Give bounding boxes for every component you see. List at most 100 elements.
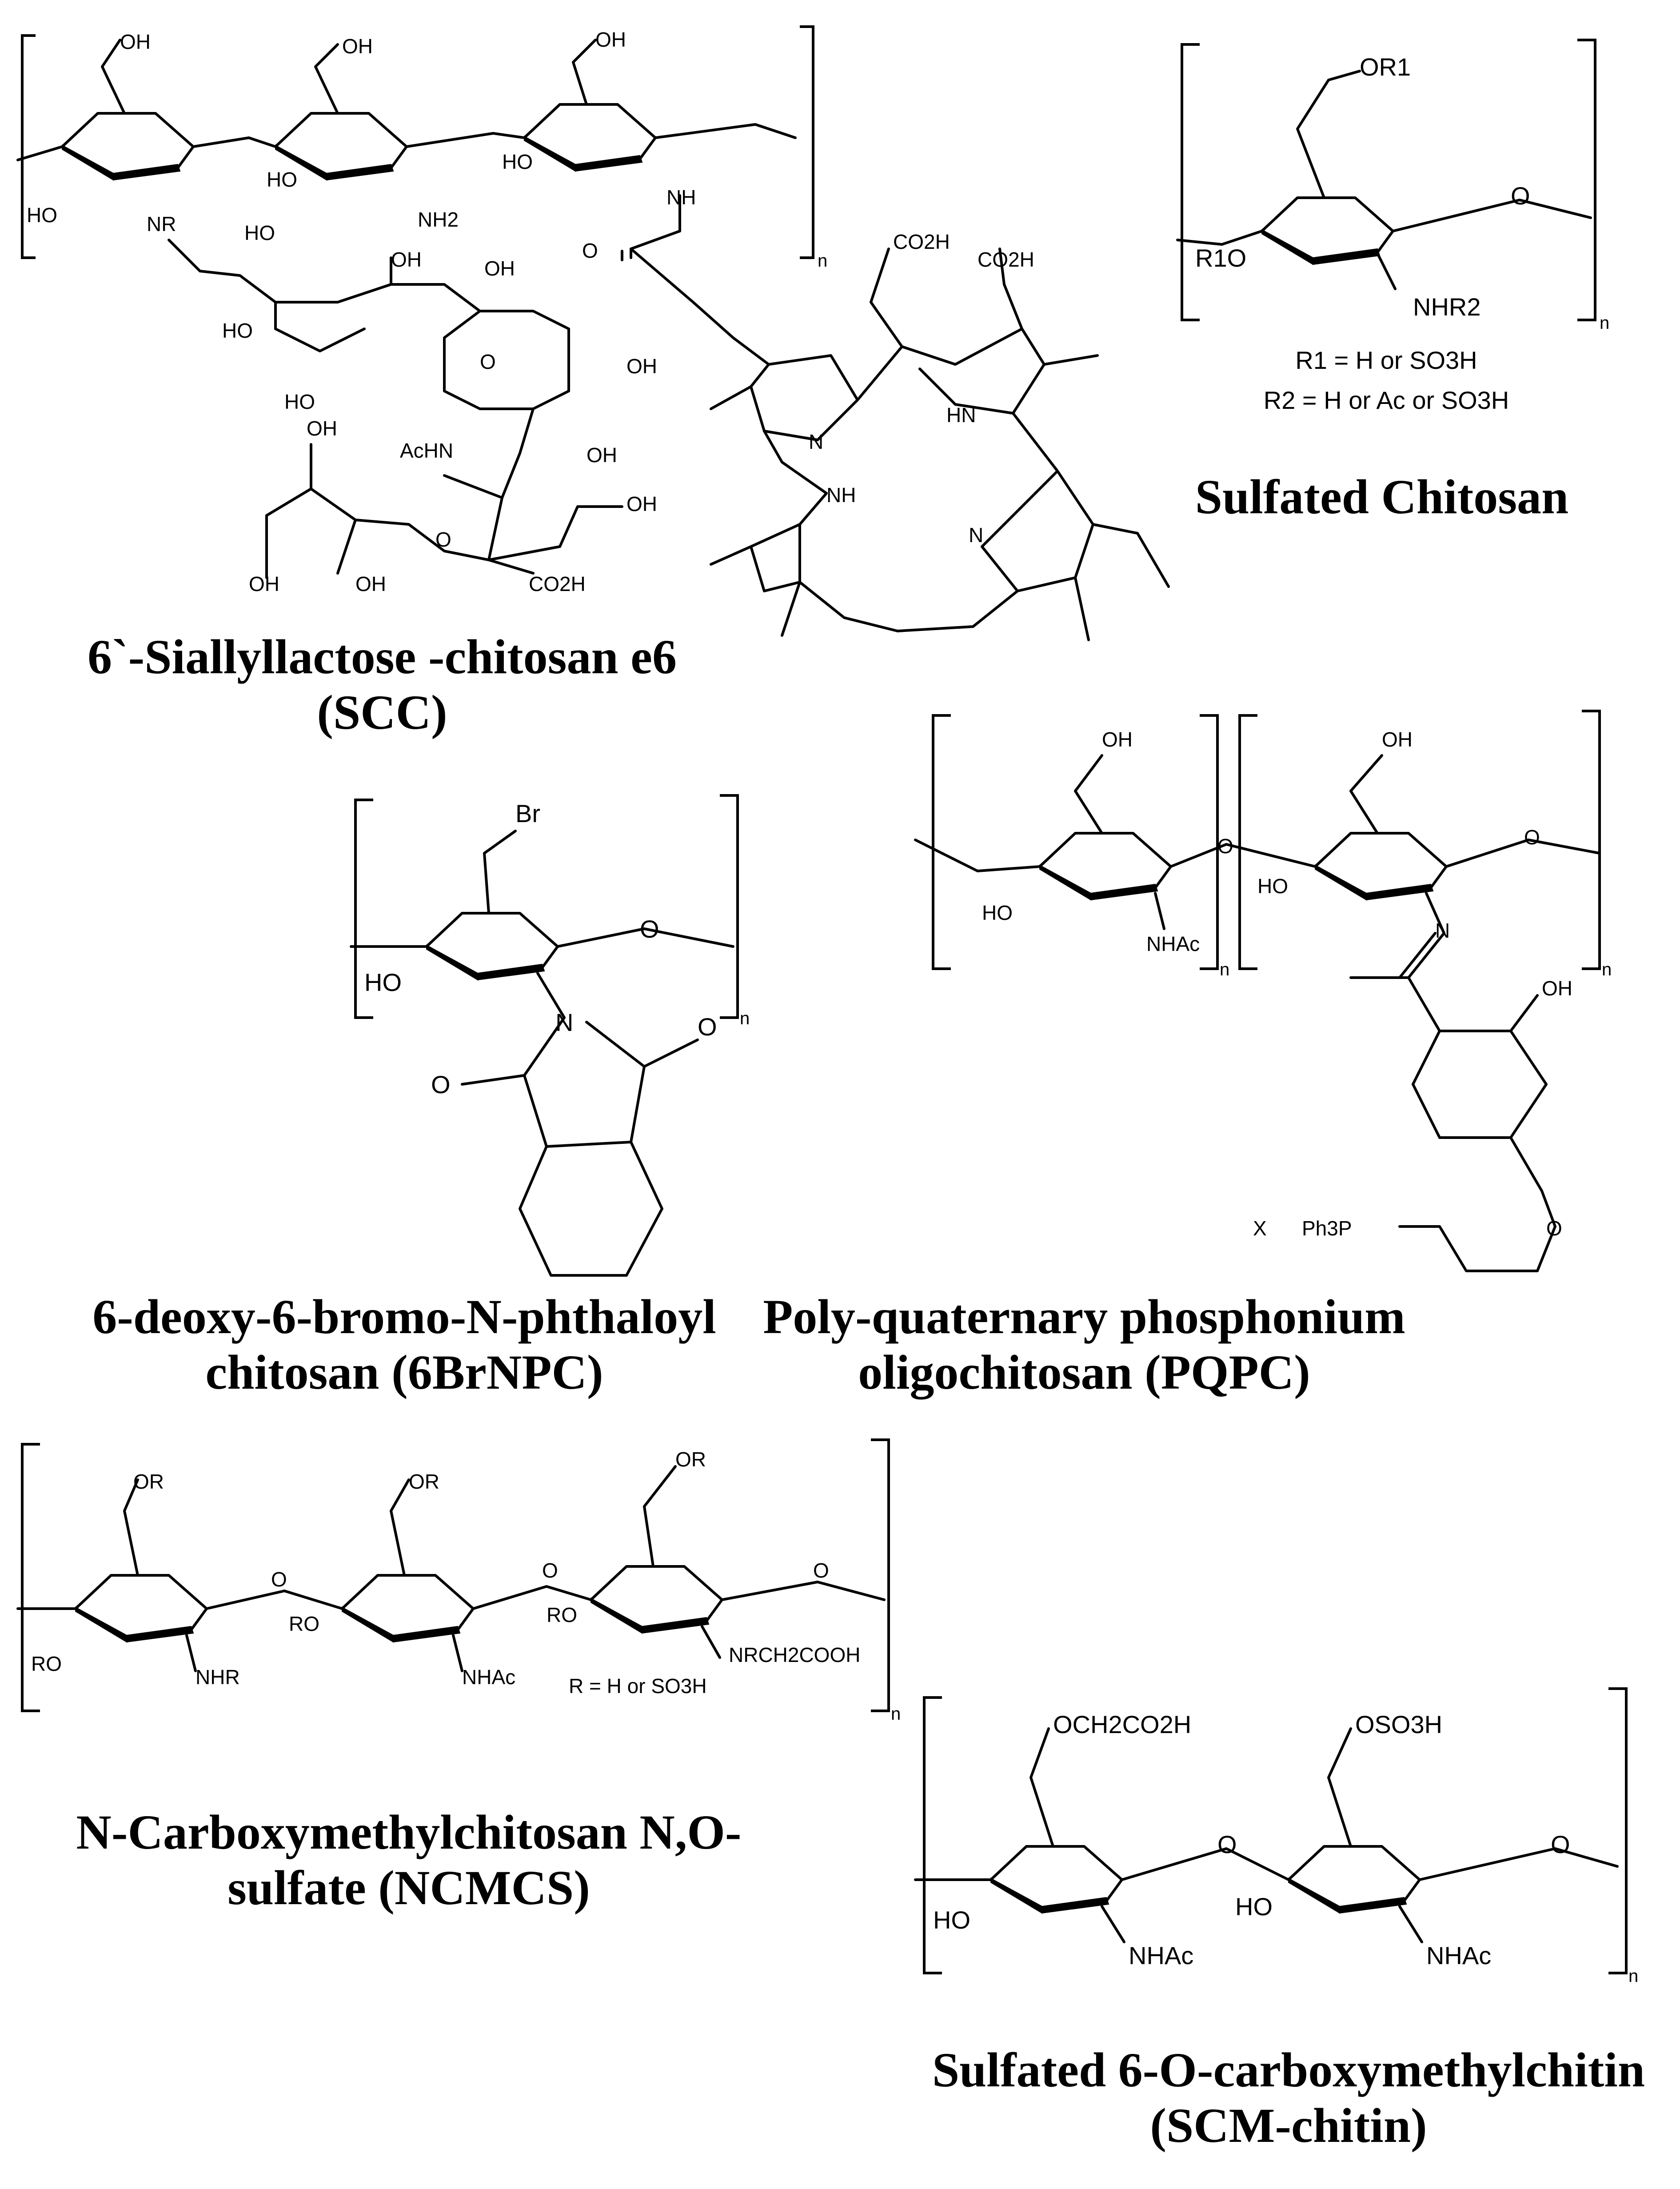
label-o-link-1: O xyxy=(271,1568,287,1591)
caption-scc-line2: (SCC) xyxy=(317,685,447,739)
repeat-n: n xyxy=(891,1704,901,1724)
label-o-ether: O xyxy=(1546,1217,1562,1240)
label-ro-1: RO xyxy=(31,1652,62,1675)
bracket-right xyxy=(1608,1687,1628,1974)
label-oh-5: OH xyxy=(391,248,422,271)
label-ph3p: Ph3P xyxy=(1302,1217,1352,1240)
label-n-imine: N xyxy=(1435,919,1450,942)
sugar-ring-2 xyxy=(1289,1846,1420,1913)
label-ho-1: HO xyxy=(982,901,1013,924)
sugar-ring-1 xyxy=(991,1846,1122,1913)
caption-pqpc-line2: oligochitosan (PQPC) xyxy=(858,1345,1310,1399)
caption-pqpc-line1: Poly-quaternary phosphonium xyxy=(763,1290,1405,1344)
label-oh-9: OH xyxy=(307,417,337,440)
label-o-link-2: O xyxy=(542,1559,558,1582)
label-nrch2cooh: NRCH2COOH xyxy=(729,1643,860,1666)
label-or-2: OR xyxy=(409,1470,439,1493)
label-nh2: NH2 xyxy=(418,208,459,231)
repeat-n: n xyxy=(818,251,827,271)
label-o: O xyxy=(1511,182,1530,210)
label-achn: AcHN xyxy=(400,439,453,462)
label-o-end: O xyxy=(813,1559,829,1582)
label-oh-6: OH xyxy=(484,257,515,280)
label-ro-2: RO xyxy=(289,1612,319,1635)
caption-ncmcs-line2: sulfate (NCMCS) xyxy=(227,1861,590,1915)
label-o-end: O xyxy=(1524,826,1540,849)
bracket-right xyxy=(1577,39,1596,321)
label-nhac: NHAc xyxy=(462,1666,515,1689)
label-ho: HO xyxy=(364,968,402,996)
panel-ncmcs: n OR OR OR RO NHR RO NHAc RO NRCH2COOH O… xyxy=(16,1438,901,1915)
label-co2h-1: CO2H xyxy=(529,572,586,595)
label-r1o: R1O xyxy=(1195,244,1246,272)
sugar-ring-3 xyxy=(591,1566,722,1633)
sugar-ring-1 xyxy=(62,113,193,180)
label-oh-4: HO xyxy=(244,221,275,244)
label-oh-10: OH xyxy=(627,492,657,515)
repeat-n: n xyxy=(1628,1966,1638,1986)
bracket-left xyxy=(1181,43,1200,321)
bracket-left xyxy=(354,799,373,1019)
label-ho-3: HO xyxy=(502,150,533,173)
label-o-ring: O xyxy=(640,915,659,943)
sugar-ring-2 xyxy=(342,1575,473,1642)
definition-r1: R1 = H or SO3H xyxy=(1295,346,1477,374)
label-n: N xyxy=(555,1008,573,1036)
label-ro-3: RO xyxy=(547,1603,577,1626)
sugar-ring-2 xyxy=(1315,833,1446,900)
panel-sulfated-chitosan: n OR1 R1O NHR2 O R1 = H or SO3H R2 = H o… xyxy=(1176,39,1609,524)
repeat-n: n xyxy=(1600,313,1609,333)
label-ho-2: HO xyxy=(1235,1893,1273,1921)
label-nhac-2: NHAc xyxy=(1426,1941,1491,1969)
caption-6brnpc-line1: 6-deoxy-6-bromo-N-phthaloyl xyxy=(92,1290,716,1344)
label-ho-4: HO xyxy=(222,319,253,342)
label-oh-2: OH xyxy=(1382,728,1413,751)
panel-pqpc: n n OH OH HO NHAc O HO N OH O O X Ph3P P… xyxy=(763,710,1612,1399)
label-co2h-2: CO2H xyxy=(893,230,950,253)
bracket-right-1 xyxy=(1200,714,1219,970)
label-och2co2h: OCH2CO2H xyxy=(1053,1710,1191,1738)
bracket-left xyxy=(21,1443,40,1712)
label-or-3: OR xyxy=(675,1448,706,1471)
sugar-ring-1 xyxy=(76,1575,207,1642)
label-oh-1: OH xyxy=(1102,728,1133,751)
label-ho-1: HO xyxy=(27,204,57,227)
bracket-right-2 xyxy=(1582,710,1601,970)
label-hn: HN xyxy=(946,403,976,427)
label-ho-5: HO xyxy=(284,390,315,413)
sugar-ring-3 xyxy=(524,104,655,171)
label-nhr: NHR xyxy=(196,1666,240,1689)
bracket-left-1 xyxy=(932,714,951,970)
label-o-left: O xyxy=(431,1071,451,1098)
caption-scm-chitin-line1: Sulfated 6-O-carboxymethylchitin xyxy=(932,2043,1645,2097)
definition-r: R = H or SO3H xyxy=(569,1674,707,1698)
label-nh-por: NH xyxy=(826,483,856,507)
sugar-ring xyxy=(427,913,558,980)
definition-r2: R2 = H or Ac or SO3H xyxy=(1264,386,1509,414)
bracket-left xyxy=(923,1696,942,1974)
label-nhr2: NHR2 xyxy=(1413,293,1480,321)
label-n-2: N xyxy=(969,523,983,547)
panel-6brnpc: n Br HO O N O O 6-deoxy-6-bromo-N-phthal… xyxy=(92,794,750,1399)
label-o-right: O xyxy=(698,1013,717,1041)
caption-ncmcs-line1: N-Carboxymethylchitosan N,O- xyxy=(76,1805,741,1859)
bracket-left xyxy=(21,34,36,259)
label-oh-2: OH xyxy=(342,35,373,58)
label-br: Br xyxy=(515,799,540,827)
bracket-left-2 xyxy=(1238,714,1257,970)
label-o-sia: O xyxy=(435,528,451,551)
label-o-link: O xyxy=(1217,1830,1237,1858)
caption-6brnpc-line2: chitosan (6BrNPC) xyxy=(205,1345,603,1399)
bracket-right xyxy=(720,794,739,1019)
caption-scm-chitin-line2: (SCM-chitin) xyxy=(1150,2098,1427,2153)
label-oh-12: OH xyxy=(355,572,386,595)
label-ho-2: HO xyxy=(1257,875,1288,898)
label-nhac: NHAc xyxy=(1146,932,1200,955)
label-nr: NR xyxy=(147,212,176,236)
sugar-ring xyxy=(1262,198,1393,264)
label-co2h-3: CO2H xyxy=(978,248,1034,271)
label-oh-11: OH xyxy=(249,572,279,595)
panel-scm-chitin: n OCH2CO2H OSO3H HO NHAc O HO NHAc O Sul… xyxy=(914,1687,1645,2153)
